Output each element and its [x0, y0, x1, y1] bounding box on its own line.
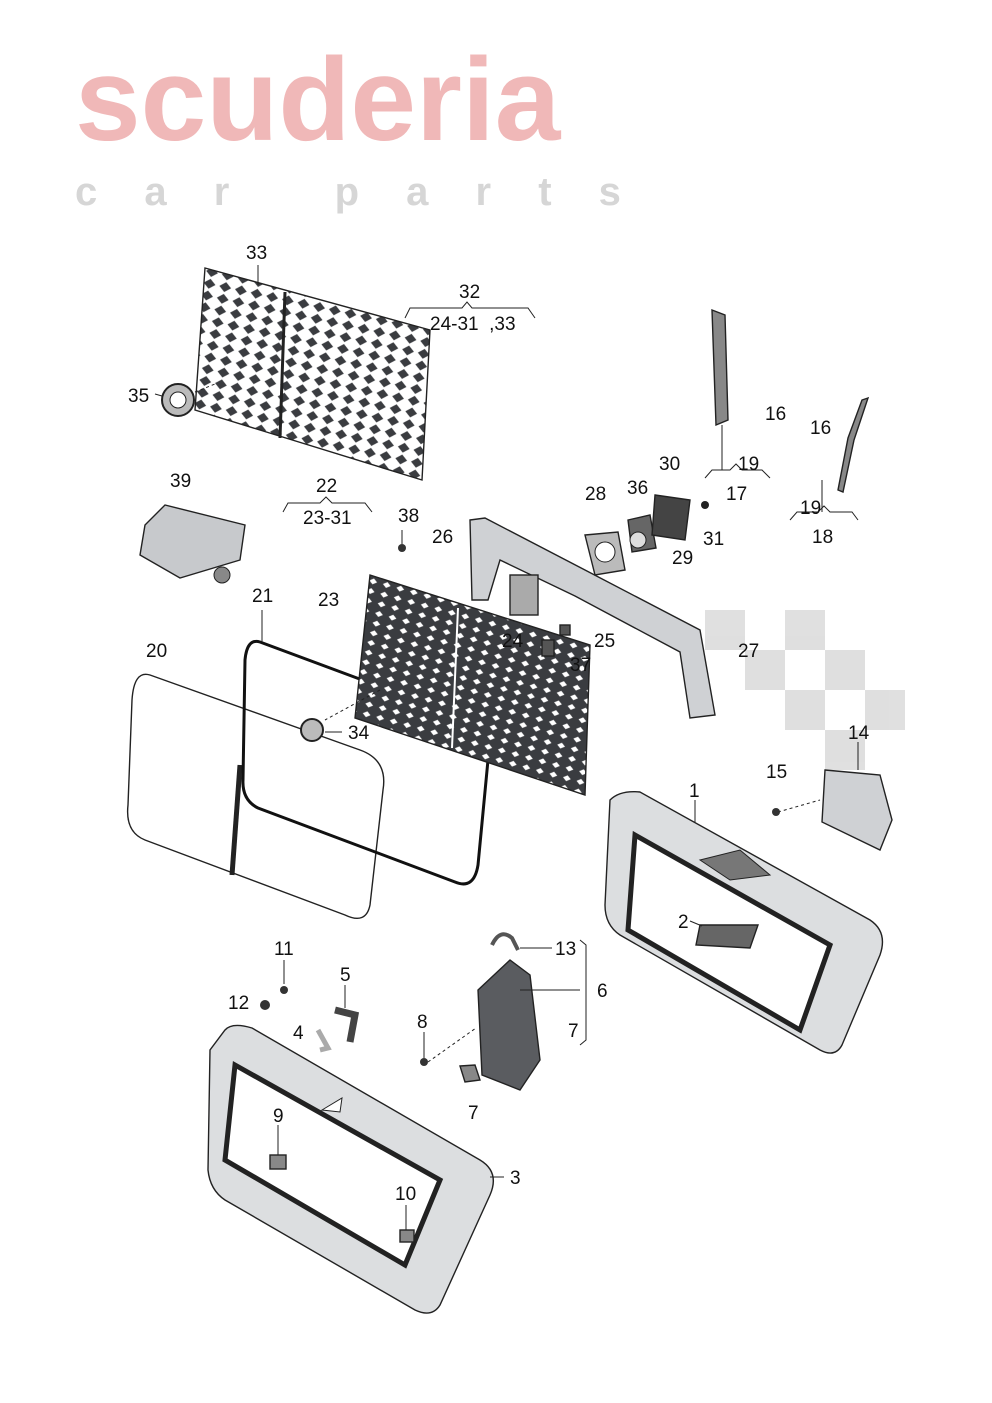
label-38: 38: [398, 506, 419, 527]
part-23-lower-grille: [324, 574, 591, 796]
part-14-bracket: [772, 742, 893, 851]
label-16b: 16: [810, 418, 831, 439]
label-22-range: 23-31: [303, 508, 352, 529]
label-7a: 7: [568, 1021, 579, 1042]
label-7b: 7: [468, 1103, 479, 1124]
part-20-frame: [126, 673, 385, 919]
label-5: 5: [340, 965, 351, 986]
label-26: 26: [432, 527, 453, 548]
part-28-sensor-bracket: [584, 531, 626, 576]
part-35-bracket: [154, 383, 216, 417]
part-17-trim-strip: [711, 308, 729, 470]
part-3-surround: [207, 1024, 504, 1314]
label-25: 25: [594, 631, 615, 652]
label-32: 32: [459, 282, 480, 303]
watermark-brand: scuderia: [75, 34, 562, 166]
label-8: 8: [417, 1012, 428, 1033]
watermark: scuderia c a r p a r t s: [75, 34, 639, 214]
label-24: 24: [502, 631, 524, 652]
label-6: 6: [597, 981, 608, 1002]
label-16a: 16: [765, 404, 786, 425]
part-34-ring: [300, 718, 342, 742]
label-30: 30: [659, 454, 680, 475]
label-20: 20: [146, 641, 167, 662]
label-10: 10: [395, 1184, 416, 1205]
part-12-clip: [260, 1000, 270, 1010]
label-4: 4: [293, 1023, 304, 1044]
label-35: 35: [128, 386, 149, 407]
part-38-screw: [398, 530, 406, 552]
label-31: 31: [703, 529, 724, 550]
part-25-clip: [559, 624, 571, 636]
label-3: 3: [510, 1168, 521, 1189]
watermark-checker: [705, 610, 905, 770]
label-2: 2: [678, 912, 689, 933]
callout-labels: 33 32 24-31 ,33 35 16 19 17 16 19 18 39 …: [128, 243, 870, 1205]
label-14: 14: [848, 723, 870, 744]
label-19b: 19: [800, 498, 821, 519]
label-22: 22: [316, 476, 337, 497]
label-13: 13: [555, 939, 576, 960]
part-1-surround: [604, 790, 884, 1054]
label-34: 34: [348, 723, 370, 744]
part-18-trim-strip: [821, 396, 870, 512]
label-29: 29: [672, 548, 693, 569]
label-36: 36: [627, 478, 648, 499]
part-4-5-hoses: [315, 985, 360, 1053]
label-9: 9: [273, 1106, 284, 1127]
label-18: 18: [812, 527, 833, 548]
group-brackets: [282, 301, 859, 1046]
part-36-sensor: [627, 514, 657, 553]
part-30-radar: [651, 494, 709, 541]
label-23: 23: [318, 590, 339, 611]
part-6-actuator: [420, 932, 580, 1091]
part-39-module: [139, 504, 246, 584]
label-15: 15: [766, 762, 787, 783]
label-17: 17: [726, 484, 747, 505]
label-21: 21: [252, 586, 273, 607]
label-27: 27: [738, 641, 759, 662]
label-19a: 19: [738, 454, 759, 475]
watermark-sub: c a r p a r t s: [75, 170, 639, 214]
label-37: 37: [570, 655, 591, 676]
label-39: 39: [170, 471, 191, 492]
label-28: 28: [585, 484, 606, 505]
part-11-screw: [280, 960, 288, 994]
label-33: 33: [246, 243, 267, 264]
label-1: 1: [689, 781, 700, 802]
part-24-clip: [541, 639, 555, 657]
label-11: 11: [274, 939, 294, 960]
part-33-upper-grille: [194, 265, 431, 481]
label-32-range: 24-31 ,33: [430, 314, 516, 335]
part-26-27-carrier: [469, 517, 716, 719]
label-12: 12: [228, 993, 249, 1014]
